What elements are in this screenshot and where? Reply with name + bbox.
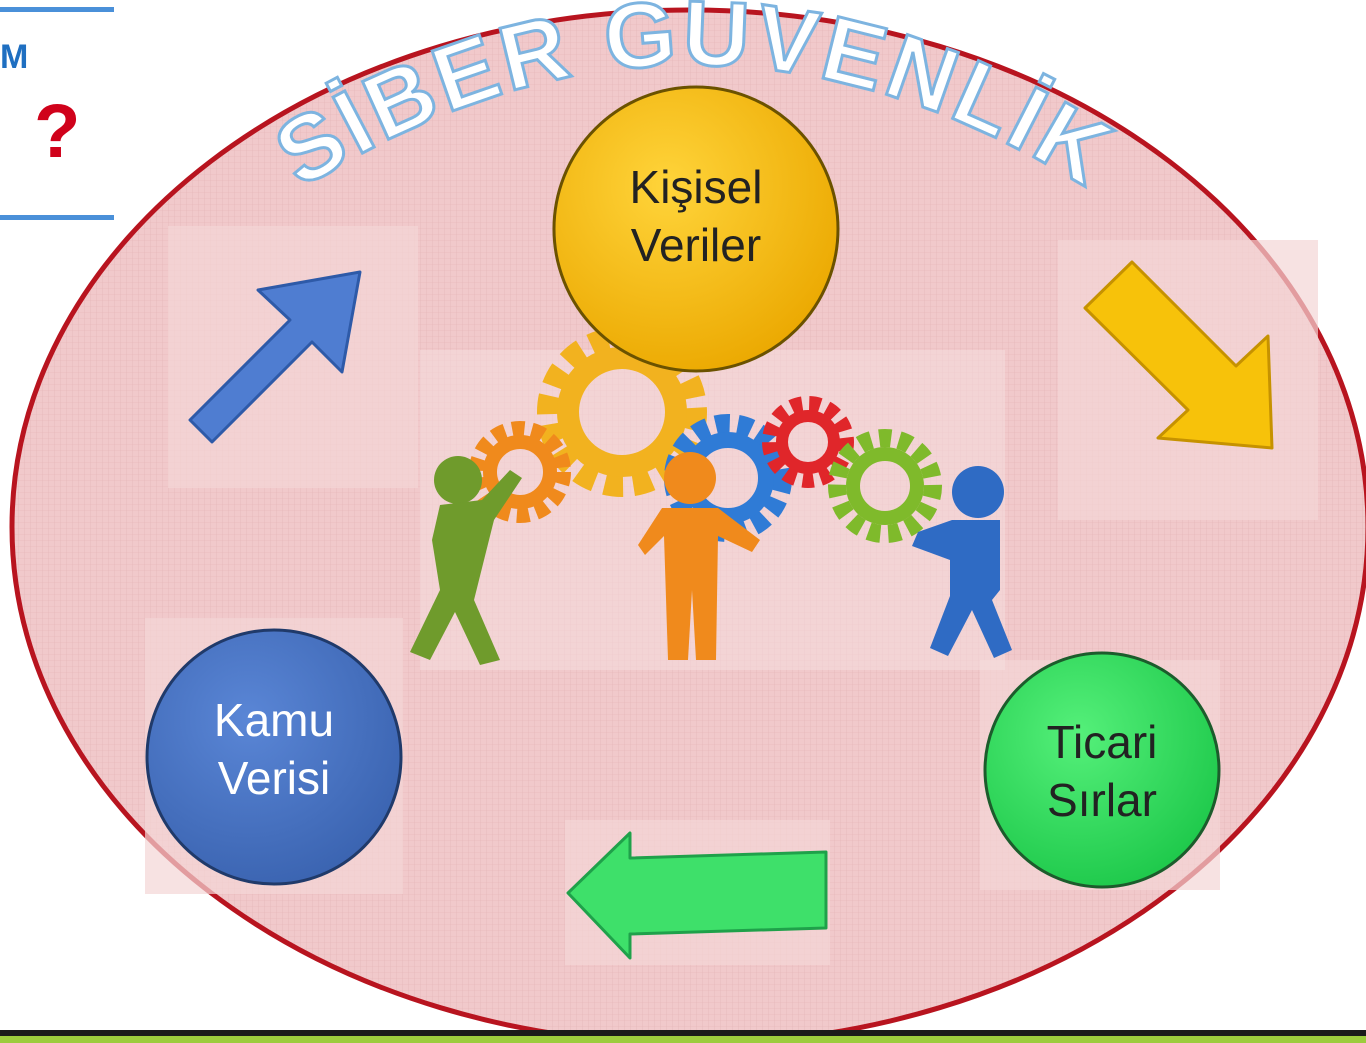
blue-person-icon	[912, 466, 1012, 658]
arrow-up-right-icon	[188, 270, 362, 444]
public-data-circle	[145, 628, 403, 886]
corner-bottom-rule	[0, 215, 114, 220]
personal-data-label: Kişisel Veriler	[629, 161, 763, 271]
green-person-icon	[410, 456, 522, 665]
trade-secrets-label: Ticari Sırlar	[1046, 716, 1158, 826]
gears-icon	[469, 327, 942, 543]
personal-data-circle	[552, 85, 840, 373]
bottom-accent-bar	[0, 1036, 1366, 1043]
arrow-left-icon	[566, 831, 828, 960]
question-mark-icon: ?	[34, 89, 81, 174]
corner-top-rule	[0, 7, 114, 12]
trade-secrets-circle	[983, 651, 1221, 889]
corner-letter: M	[0, 38, 29, 76]
arrow-down-right-icon	[1083, 260, 1274, 450]
orange-person-icon	[638, 452, 760, 660]
public-data-label: Kamu Verisi	[213, 694, 335, 804]
